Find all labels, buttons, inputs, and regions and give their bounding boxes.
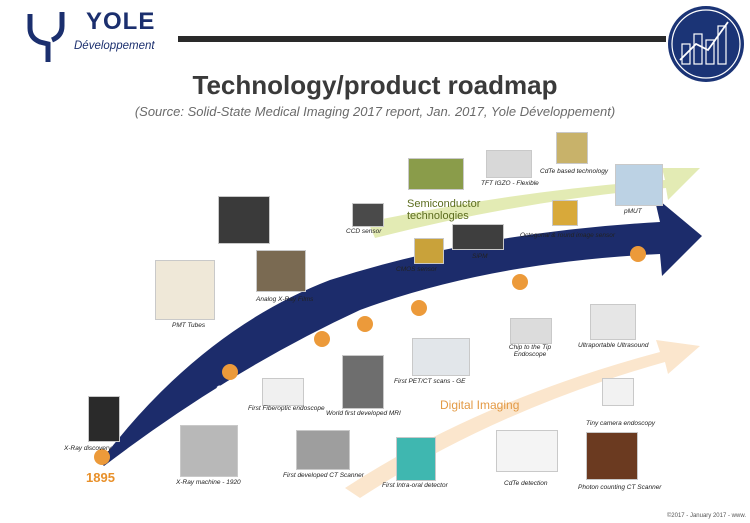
logo-subtitle: Développement [74,40,155,52]
pet-ct-image [412,338,470,376]
chip-tip-image [510,318,552,344]
photon-ct-image [586,432,638,480]
caption-cdte-detection: CdTe detection [504,480,548,487]
xray-hand-image [88,396,120,442]
caption-xray-discovery: X-Ray discovery [64,445,112,452]
caption-ccd: CCD sensor [346,228,382,235]
caption-pmut: pMUT [624,208,642,215]
caption-sipm: SiPM [472,253,488,260]
caption-cdte-tech: CdTe based technology [540,168,609,175]
caption-tiny-camera: Tiny camera endoscopy [586,420,655,427]
cdte-detection-image [496,430,558,472]
xray-films-image [218,196,270,244]
cmos-sensor-image [414,238,444,264]
pmt-tubes-image [155,260,215,320]
year-label-2022: 2022 [622,264,649,278]
digital-imaging-arrow [345,340,700,498]
ccd-sensor-image [352,203,384,227]
caption-octagonal: Octogonal & round image sensor [520,232,616,239]
year-dot-1930 [222,364,238,380]
year-dot-1895 [94,449,110,465]
year-label-1930: 1930 [216,383,243,397]
digital-imaging-label: Digital Imaging [440,398,520,412]
yole-logo: YOLE Développement [18,6,188,66]
ct-scanner-image [296,430,350,470]
logo-name: YOLE [86,8,156,35]
year-dot-1980 [357,316,373,332]
report-badge-icon [668,6,744,82]
caption-fiberoptic: First Fiberoptic endoscope [248,405,325,412]
xray-machine-image [180,425,238,477]
year-dot-2017 [512,274,528,290]
intraoral-image [396,437,436,481]
year-dot-1970 [314,331,330,347]
semiconductor-label: Semiconductor technologies [407,198,481,222]
fiberoptic-image [262,378,304,406]
ultraportable-image [590,304,636,340]
pmut-image [615,164,663,206]
year-label-1995: 1995 [405,318,432,332]
caption-pmt-tubes: PMT Tubes [172,322,206,329]
caption-cmos: CMOS sensor [396,266,437,273]
cdte-tech-image [556,132,588,164]
year-label-2017: 2017 [506,291,533,305]
tft-igzo-image [486,150,532,178]
year-dot-1995 [411,300,427,316]
caption-chip-tip: Chip to the Tip Endoscope [508,344,552,358]
main-timeline-arrow [100,196,702,466]
year-label-1980: 1980 [350,335,377,349]
year-label-1895: 1895 [86,470,115,485]
wafer-image [408,158,464,190]
copyright-footer: ©2017 - January 2017 - www. [666,513,746,519]
caption-tft-igzo: TFT IGZO - Flexible [481,180,539,187]
caption-intraoral: First Intra-oral detector [382,482,448,489]
year-label-1970: 1970 [307,349,334,363]
caption-xray-machine: X-Ray machine - 1920 [176,479,241,486]
octagonal-sensor-image [552,200,578,226]
caption-pet-ct: First PET/CT scans - GE [394,378,466,385]
caption-analog-films: Analog X-Ray Films [256,296,314,303]
header-rule [178,36,666,42]
caption-photon-ct: Photon counting CT Scanner [578,484,662,491]
page-subtitle: (Source: Solid-State Medical Imaging 201… [134,104,616,119]
sipm-image [452,224,504,250]
page-title: Technology/product roadmap [192,70,558,100]
tiny-camera-image [602,378,634,406]
logo-mark-icon [27,12,65,62]
year-dot-2022 [630,246,646,262]
caption-ct-scanner: First developed CT Scanner [283,472,364,479]
caption-mri: World first developed MRI [326,410,401,417]
analog-films-image [256,250,306,292]
caption-ultraportable: Ultraportable Ultrasound [578,342,649,349]
mri-image [342,355,384,409]
